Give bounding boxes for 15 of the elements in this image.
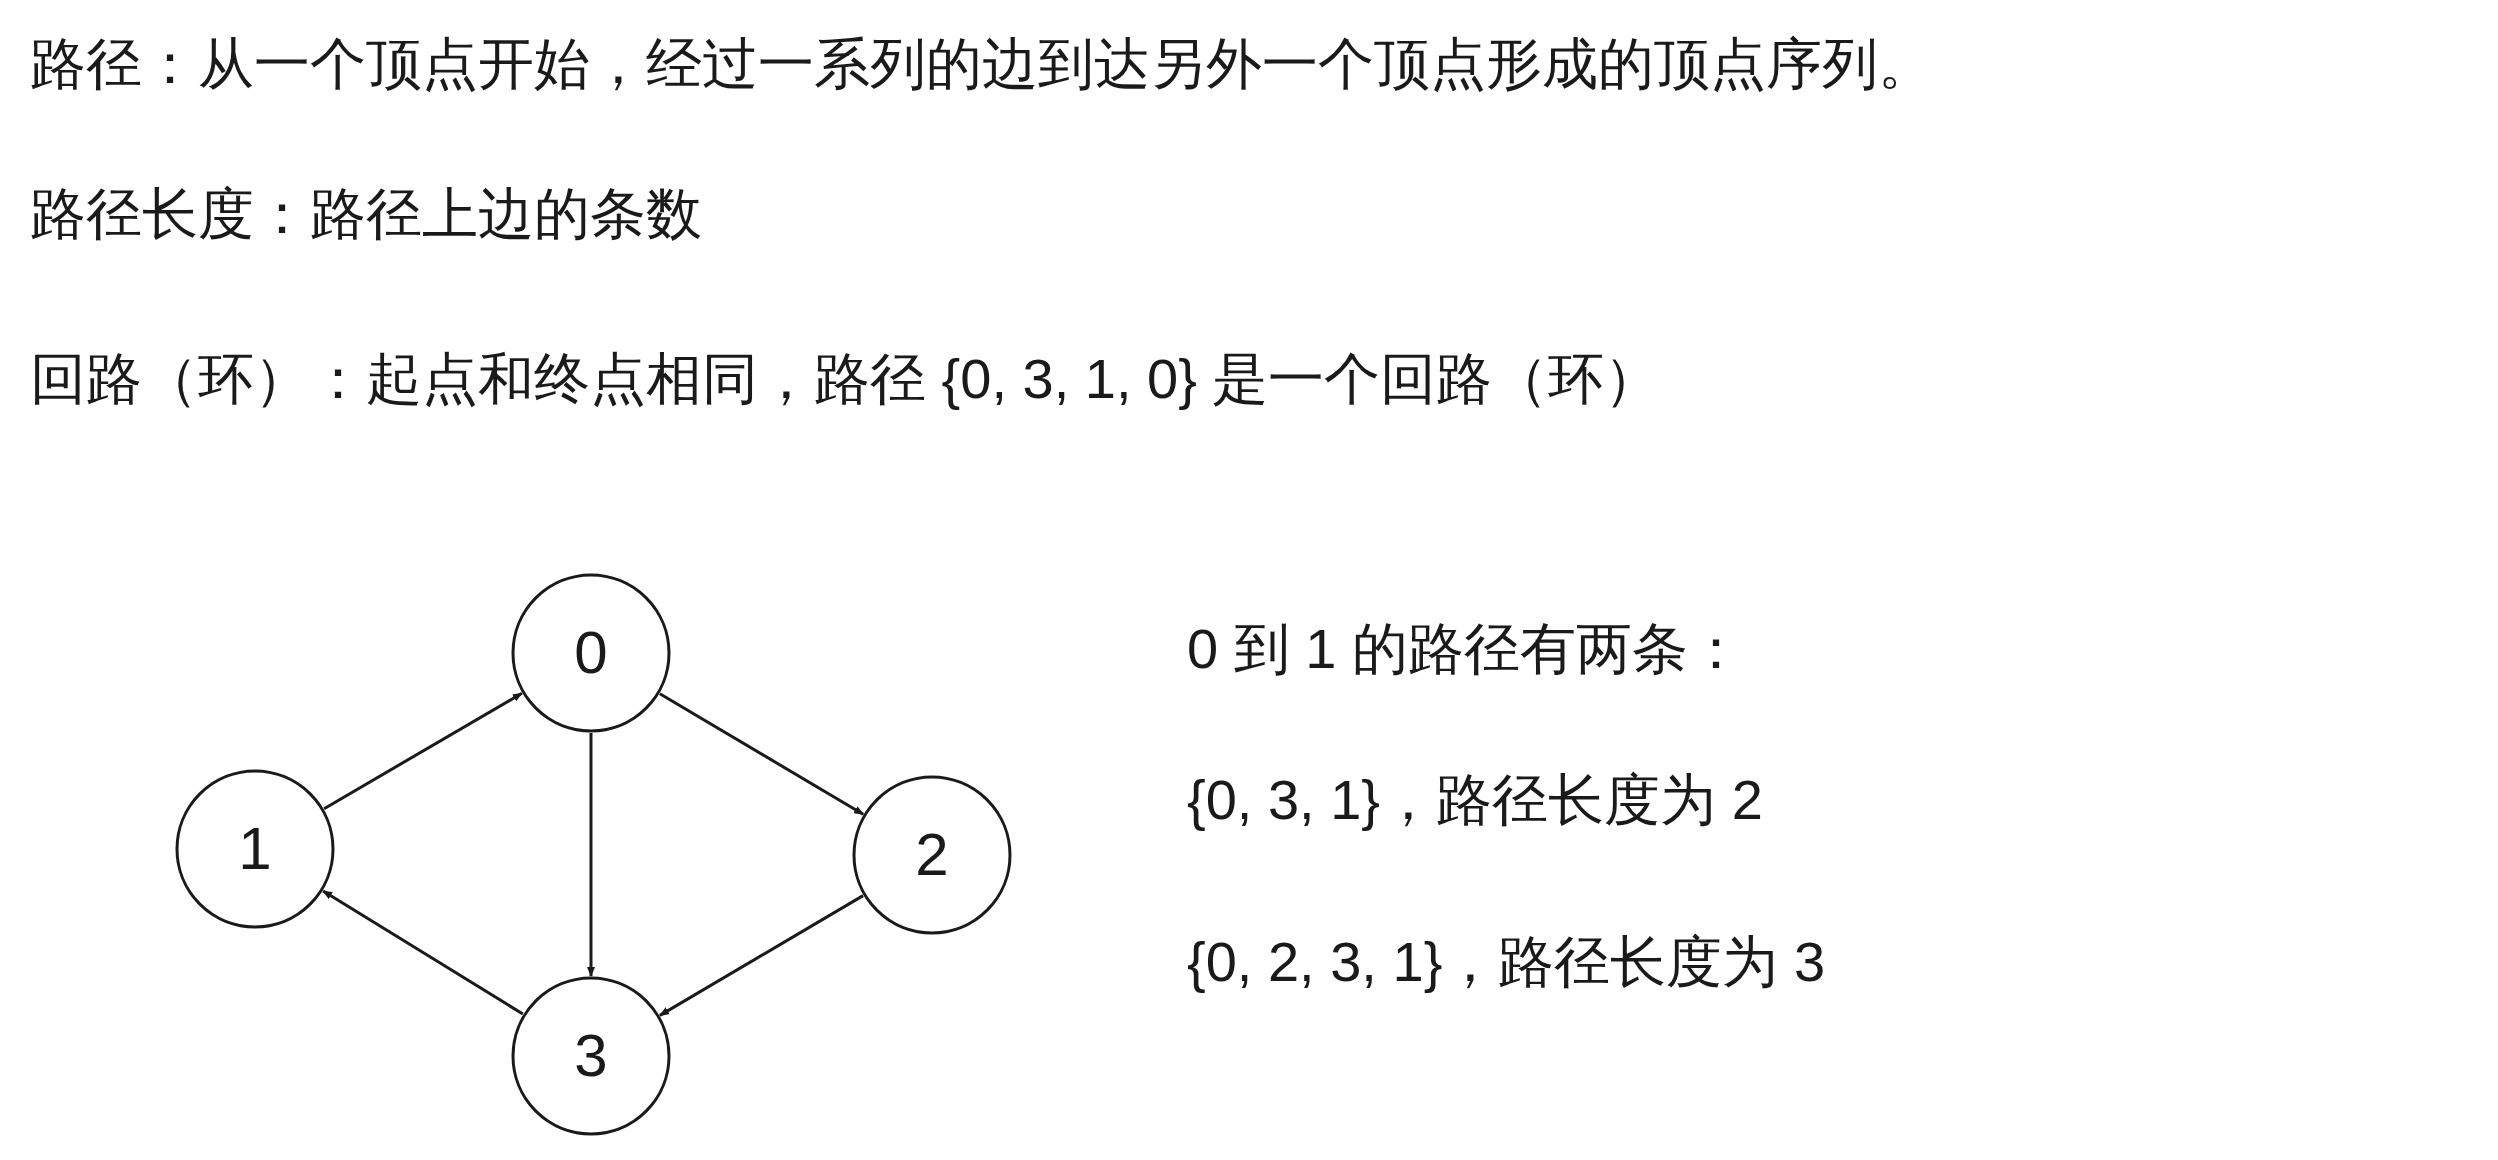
vertex-circle: 0	[511, 573, 671, 733]
arrow	[587, 733, 595, 977]
vertex-circle: 3	[511, 976, 671, 1136]
definition-text: 路径：从一个顶点开始，经过一系列的边到达另外一个顶点形成的顶点序列。	[30, 31, 1934, 97]
note-text: {0, 2, 3, 1}，路径长度为 3	[1187, 929, 1826, 995]
definition-text: 路径长度：路径上边的条数	[30, 181, 702, 247]
arrow	[659, 692, 865, 816]
arrow	[322, 889, 524, 1016]
definition-text: 回路（环）：起点和终点相同，路径 {0, 3, 1, 0} 是一个回路（环）	[30, 346, 1661, 412]
arrow	[323, 692, 523, 810]
note-text: {0, 3, 1}，路径长度为 2	[1187, 767, 1763, 833]
note-text: 0 到 1 的路径有两条：	[1187, 616, 1744, 682]
vertex-circle: 2	[852, 775, 1012, 935]
vertex-circle: 1	[175, 769, 335, 929]
arrow	[659, 894, 864, 1017]
